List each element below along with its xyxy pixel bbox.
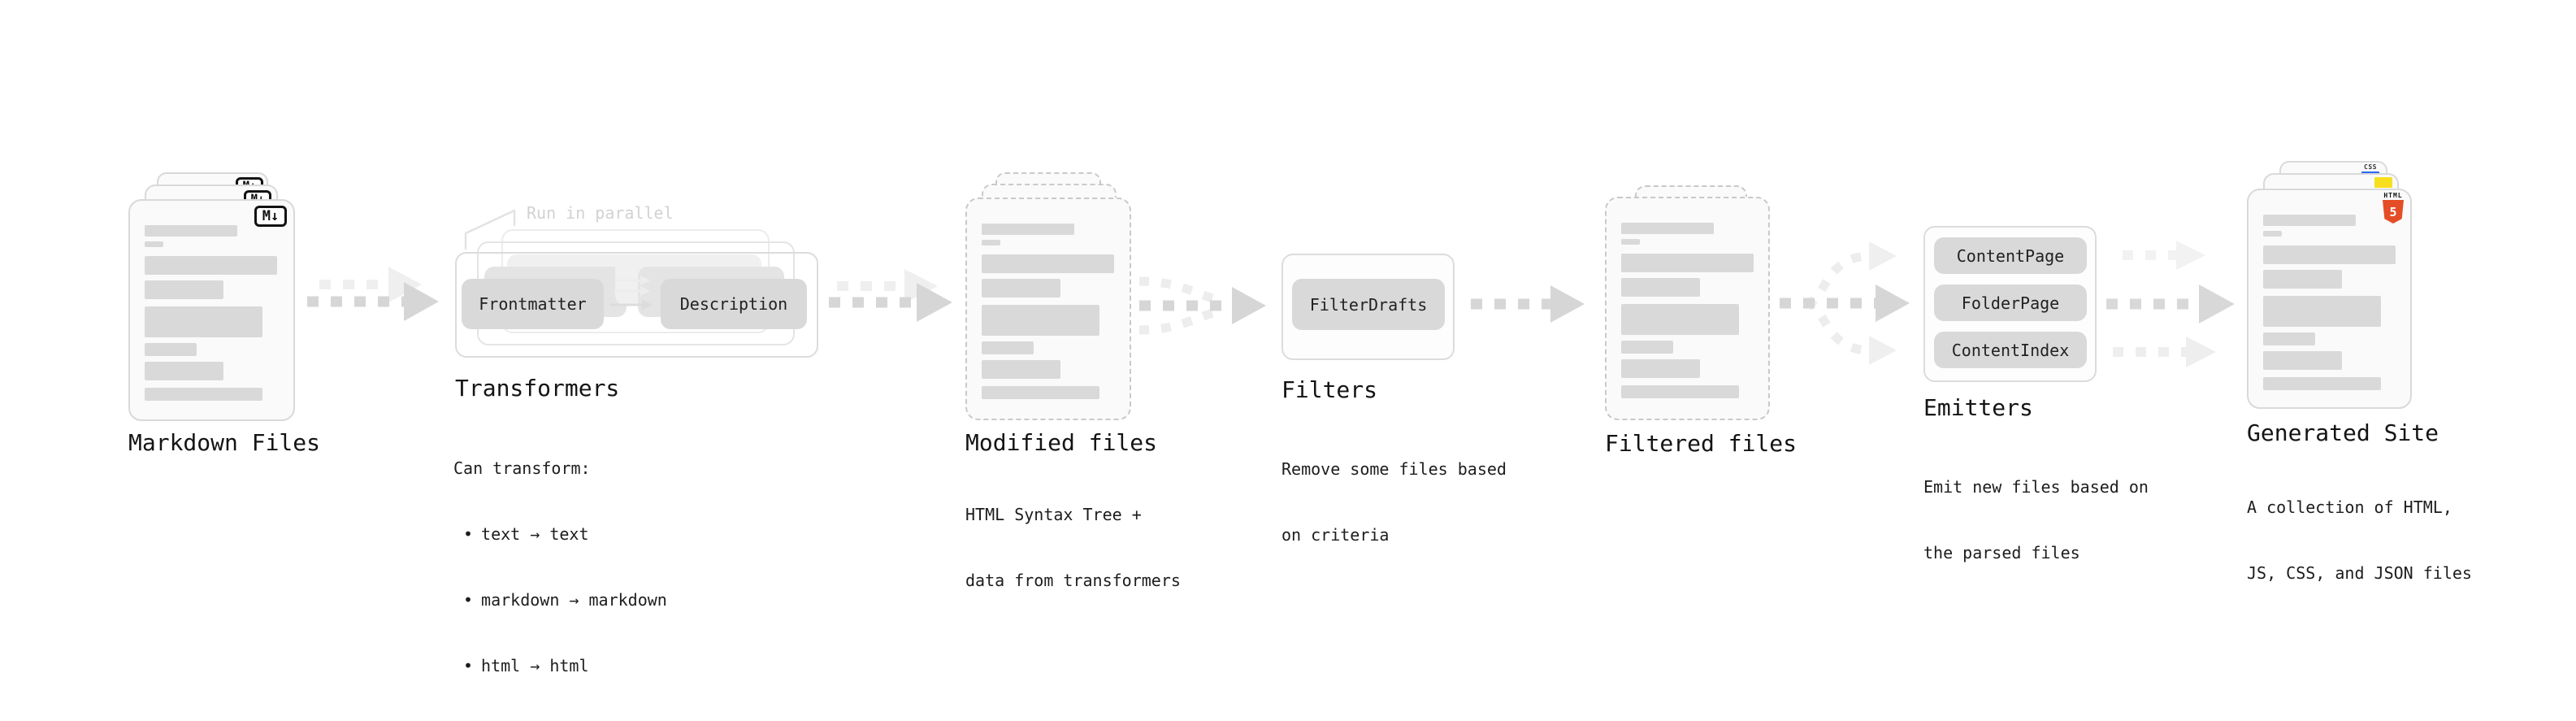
arrow-transformers-to-modified <box>829 269 952 322</box>
transform-bullet: • markdown → markdown <box>463 589 667 611</box>
modified-doc-front <box>965 198 1131 420</box>
css-icon-label: CSS <box>2364 163 2377 171</box>
doc-bar <box>2263 215 2356 226</box>
doc-content-bars <box>1621 223 1754 398</box>
filtered-doc-front <box>1605 197 1770 420</box>
doc-bar <box>145 225 237 237</box>
transformer-parallel-arrows <box>610 276 653 310</box>
doc-bar <box>2263 351 2342 370</box>
emitter-pill-folderpage: FolderPage <box>1934 284 2087 321</box>
site-doc-front <box>2247 189 2412 409</box>
emitter-pill-contentindex: ContentIndex <box>1934 332 2087 368</box>
doc-bar <box>1621 254 1754 272</box>
run-in-parallel-label: Run in parallel <box>527 203 674 223</box>
doc-bar <box>145 362 223 380</box>
section-title-markdown-files: Markdown Files <box>128 429 321 456</box>
arrow-filtered-to-emitters <box>1780 241 1910 365</box>
doc-bar <box>2263 332 2315 345</box>
emitters-subtitle: Emit new files based on the parsed files <box>1923 432 2149 608</box>
doc-bar <box>982 254 1114 273</box>
doc-bar <box>1621 239 1640 245</box>
doc-bar <box>2263 296 2381 327</box>
doc-bar <box>2263 270 2342 289</box>
arrows-emitters-to-site <box>2106 241 2235 367</box>
arrow-markdown-to-transformers <box>307 267 439 321</box>
doc-bar <box>145 280 223 299</box>
frontmatter-pill: Frontmatter <box>462 279 604 329</box>
markdown-icon: M↓ <box>254 206 287 227</box>
bullet-text: markdown → markdown <box>481 590 667 610</box>
doc-bar <box>1621 278 1700 297</box>
markdown-doc-front <box>128 199 295 421</box>
doc-bar <box>1621 385 1739 398</box>
doc-bar <box>2263 231 2282 237</box>
transformers-note-heading: Can transform: <box>453 458 591 478</box>
arrow-modified-to-filters <box>1138 276 1266 335</box>
html5-icon-shield: 5 <box>2383 200 2404 224</box>
subtitle-line: on criteria <box>1281 525 1390 545</box>
subtitle-line: A collection of HTML, <box>2247 497 2452 517</box>
subtitle-line: the parsed files <box>1923 543 2080 562</box>
section-title-transformers: Transformers <box>455 375 620 402</box>
modified-files-subtitle: HTML Syntax Tree + data from transformer… <box>965 460 1181 636</box>
filter-drafts-pill: FilterDrafts <box>1292 279 1445 330</box>
section-title-generated-site: Generated Site <box>2247 419 2439 446</box>
bullet-icon: • <box>463 524 474 544</box>
doc-bar <box>145 343 197 356</box>
doc-bar <box>1621 223 1714 234</box>
bullet-text: html → html <box>481 656 589 675</box>
doc-content-bars <box>2263 215 2396 390</box>
filters-subtitle: Remove some files based on criteria <box>1281 415 1507 590</box>
section-title-modified-files: Modified files <box>965 429 1158 456</box>
subtitle-line: Emit new files based on <box>1923 477 2149 497</box>
bullet-icon: • <box>463 656 474 675</box>
section-title-filtered-files: Filtered files <box>1605 430 1798 457</box>
js-icon <box>2374 177 2392 188</box>
section-title-emitters: Emitters <box>1923 394 2033 421</box>
bullet-text: text → text <box>481 524 589 544</box>
arrow-filters-to-filtered <box>1471 285 1585 323</box>
doc-content-bars <box>982 224 1114 399</box>
subtitle-line: HTML Syntax Tree + <box>965 505 1142 524</box>
description-pill: Description <box>661 279 807 329</box>
bullet-icon: • <box>463 590 474 610</box>
doc-bar <box>982 341 1034 354</box>
doc-bar <box>982 224 1074 235</box>
doc-bar <box>145 241 163 247</box>
doc-bar <box>2263 245 2396 264</box>
doc-bar <box>1621 341 1673 354</box>
doc-bar <box>2263 377 2381 390</box>
html5-icon: HTML 5 <box>2381 192 2405 224</box>
transformers-note: Can transform: • text → text • markdown → … <box>453 414 667 721</box>
emitter-pill-contentpage: ContentPage <box>1934 237 2087 274</box>
doc-content-bars <box>145 225 277 401</box>
section-title-filters: Filters <box>1281 376 1378 403</box>
doc-bar <box>145 256 277 275</box>
arrows-layer <box>307 209 2235 367</box>
generated-site-subtitle: A collection of HTML, JS, CSS, and JSON … <box>2247 453 2472 628</box>
doc-bar <box>1621 304 1739 335</box>
transform-bullet: • text → text <box>463 523 667 545</box>
subtitle-line: Remove some files based <box>1281 459 1507 479</box>
doc-bar <box>982 360 1060 379</box>
doc-bar <box>145 388 262 401</box>
doc-bar <box>145 306 262 337</box>
subtitle-line: data from transformers <box>965 571 1181 590</box>
doc-bar <box>1621 359 1700 378</box>
transform-bullet: • html → html <box>463 655 667 677</box>
doc-bar <box>982 240 1000 245</box>
doc-bar <box>982 279 1060 298</box>
doc-bar <box>982 386 1099 399</box>
run-in-parallel-leader-line <box>464 209 516 250</box>
doc-bar <box>982 305 1099 336</box>
html5-icon-word: HTML <box>2383 192 2403 199</box>
html5-icon-number: 5 <box>2389 204 2397 219</box>
transformer-run-outline-front <box>455 252 818 358</box>
subtitle-line: JS, CSS, and JSON files <box>2247 563 2472 583</box>
